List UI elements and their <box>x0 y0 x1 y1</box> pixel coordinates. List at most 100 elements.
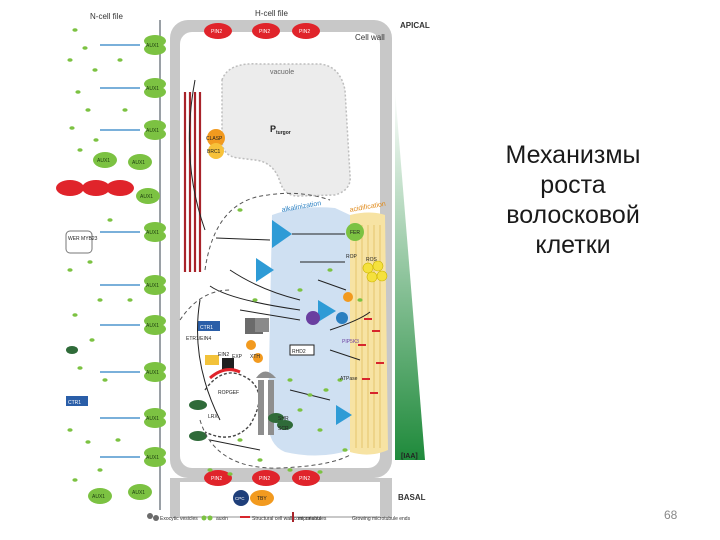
auxin-dot <box>93 138 99 142</box>
auxin-dot <box>287 468 293 472</box>
pin2-carrier: PIN2 <box>252 23 280 39</box>
legend-vesicles: Exocytic vesicles <box>160 516 198 522</box>
aux1-channel: AUX1 <box>136 188 160 204</box>
auxin-dot <box>227 472 233 476</box>
rop-label: ROP <box>346 254 358 260</box>
ctr1-label: CTR1 <box>200 325 213 331</box>
legend: Exocytic vesicles auxin Structural cell … <box>147 512 411 522</box>
pin-left-middle <box>56 180 134 196</box>
auxin-dot <box>102 378 108 382</box>
aux1-label: AUX1 <box>146 370 159 376</box>
aux1-channel: AUX1 <box>144 315 166 335</box>
h-cell-header: H-cell file <box>255 9 288 18</box>
pin2-label: PIN2 <box>259 476 270 482</box>
etr1-label: ETR1/EIN4 <box>186 336 212 342</box>
wall-components <box>358 318 384 394</box>
exp-label: EXP <box>232 354 243 360</box>
title-line-3: волосковой <box>506 201 640 229</box>
auxin-dot <box>92 68 98 72</box>
aux1-label: AUX1 <box>146 230 159 236</box>
ros-cluster <box>362 260 388 283</box>
auxin-dot <box>297 288 303 292</box>
ein2-label: EIN2 <box>218 352 229 358</box>
pin2-carrier: PIN2 <box>204 470 232 486</box>
auxin-dot <box>67 58 73 62</box>
aux1-channel: AUX1 <box>144 35 166 55</box>
auxin-dot <box>122 108 128 112</box>
grey-channel <box>256 371 276 435</box>
auxin-dot <box>85 440 91 444</box>
atpase-label: ATPase <box>340 376 358 382</box>
clasp-label: CLASP <box>206 136 223 142</box>
aux1-channel: AUX1 <box>144 78 166 98</box>
pin2-carrier: PIN2 <box>292 23 320 39</box>
aux1-channel: AUX1 <box>144 408 166 428</box>
ctr1-left-label: CTR1 <box>68 400 81 406</box>
n-cell-header: N-cell file <box>90 12 123 21</box>
aux1-label: AUX1 <box>146 128 159 134</box>
aux1-channel: AUX1 <box>93 152 117 168</box>
pin2-label: PIN2 <box>299 29 310 35</box>
legend-auxin: auxin <box>216 516 228 522</box>
wer-box <box>65 230 93 254</box>
aux1-channel: AUX1 <box>144 222 166 242</box>
auxin-dot <box>117 58 123 62</box>
auxin-dot <box>67 268 73 272</box>
pin2-label: PIN2 <box>211 476 222 482</box>
pin2-carrier: PIN2 <box>252 470 280 486</box>
auxin-dot <box>82 46 88 50</box>
auxin-dot <box>297 408 303 412</box>
aux1-channel: AUX1 <box>144 275 166 295</box>
auxin-dots <box>67 28 363 482</box>
auxin-dot <box>307 393 313 397</box>
aux1-label: AUX1 <box>146 455 159 461</box>
auxin-dot <box>357 298 363 302</box>
auxin-dot <box>257 458 263 462</box>
auxin-dot <box>115 438 121 442</box>
auxin-dot <box>87 260 93 264</box>
dashed-cytoplasm-loops <box>179 192 351 469</box>
cell-wall-label: Cell wall <box>355 33 385 42</box>
auxin-dot <box>69 126 75 130</box>
auxin-dot <box>67 428 73 432</box>
rhd2-box <box>289 344 315 356</box>
ros-label: ROS <box>366 257 378 263</box>
basal-label: BASAL <box>398 493 426 502</box>
aux1-label: AUX1 <box>132 490 145 496</box>
xth-label: XTH <box>250 354 260 360</box>
title-line-4: клетки <box>535 231 611 259</box>
brc-label: BRC1 <box>207 149 221 155</box>
auxin-dot <box>317 428 323 432</box>
auxin-dot <box>77 148 83 152</box>
aux1-column: AUX1AUX1AUX1AUX1AUX1AUX1AUX1AUX1AUX1AUX1… <box>88 35 166 504</box>
aux1-label: AUX1 <box>146 416 159 422</box>
auxin-dot <box>127 298 133 302</box>
aux1-label: AUX1 <box>146 323 159 329</box>
shr-label: SHR <box>278 416 289 422</box>
apical-label: APICAL <box>400 21 430 30</box>
aux1-channel: AUX1 <box>128 154 152 170</box>
auxin-dot <box>72 478 78 482</box>
iaa-label: [IAA] <box>401 453 418 460</box>
rhd2-label: RHD2 <box>292 349 306 355</box>
auxin-dot <box>327 268 333 272</box>
auxin-arrows <box>100 44 140 458</box>
aux1-label: AUX1 <box>97 158 110 164</box>
nucleus-arc <box>204 368 260 438</box>
aux1-label: AUX1 <box>92 494 105 500</box>
aux1-channel: AUX1 <box>88 488 112 504</box>
rop-gef-label: ROPGEF <box>218 390 239 396</box>
auxin-dot <box>207 468 213 472</box>
clasp-node <box>207 129 225 159</box>
auxin-dot <box>89 338 95 342</box>
golgi-stack <box>205 318 269 370</box>
auxin-dot <box>237 208 243 212</box>
cpc-tby <box>233 490 274 506</box>
auxin-dot <box>72 313 78 317</box>
auxin-dot <box>85 108 91 112</box>
auxin-dot <box>287 378 293 382</box>
vacuole <box>221 63 351 197</box>
auxin-dot <box>317 470 323 474</box>
